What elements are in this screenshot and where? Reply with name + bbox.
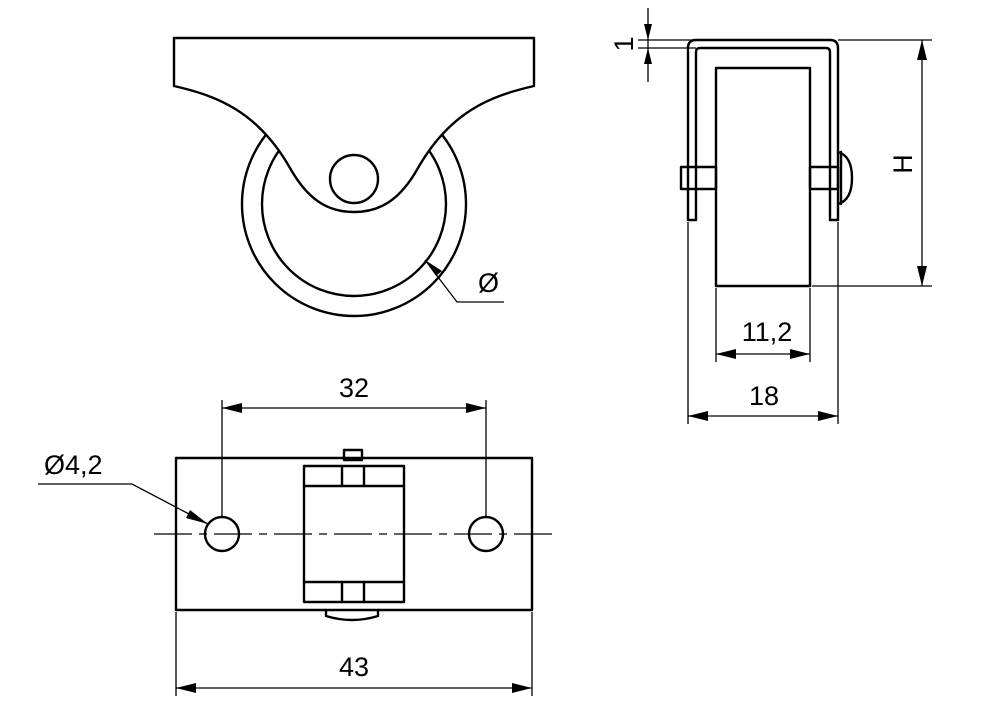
front-bracket xyxy=(172,36,536,214)
front-view: Ø xyxy=(172,36,536,318)
height-label: H xyxy=(888,154,918,174)
side-bracket-outer xyxy=(686,38,840,222)
top-axle-lower xyxy=(324,608,380,622)
axle-circle xyxy=(328,153,380,205)
side-axle-right xyxy=(808,165,840,191)
plate-length-label: 43 xyxy=(339,652,369,682)
top-view: 32 43 Ø4,2 xyxy=(38,373,556,696)
hole-spacing-label: 32 xyxy=(339,373,369,403)
wheel-width-label: 11,2 xyxy=(742,317,793,347)
plate-thickness-label: 1 xyxy=(609,36,639,51)
overall-width-label: 18 xyxy=(749,381,779,411)
top-axle-upper xyxy=(342,448,364,462)
side-axle-left xyxy=(679,165,718,191)
side-view: H 1 11,2 18 xyxy=(609,8,932,424)
wheel-diameter-label: Ø xyxy=(478,268,499,298)
side-axle-head xyxy=(836,150,854,206)
hole-diameter-label: Ø4,2 xyxy=(44,450,103,480)
side-bracket-inner xyxy=(694,46,832,222)
hole-diameter-leader xyxy=(38,483,209,525)
side-wheel xyxy=(714,66,812,288)
